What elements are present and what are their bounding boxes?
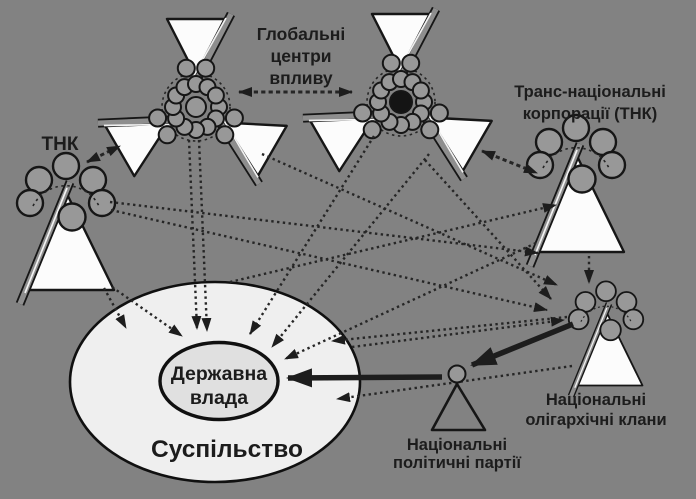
arrow-globalright-tnkright [481,149,538,175]
arrow-clans-society [336,364,573,403]
arrow-globalright-clans [424,159,552,300]
arrow-clans-parties [470,321,575,368]
global-center-cluster-left [98,14,291,184]
arrow-globalleft-state-1 [187,139,202,330]
political-party-triangle [430,364,487,432]
tnk-right-label-line1: Транс-національні [514,83,666,101]
society-label: Суспільство [151,436,303,463]
arrow-tnkleft-tnkright [109,200,539,257]
tnk-right-label-line2: корпорації (ТНК) [523,105,658,123]
state-power-label-line1: Державна [171,363,267,385]
arrow-clans-state [331,315,568,345]
arrow-globalright-state-2 [271,153,430,348]
global-center-cluster-right [303,9,496,179]
global-centers-label-line3: впливу [269,68,333,88]
arrow-globalleft-clans [261,152,558,287]
arrow-globalright-state-1 [248,135,376,335]
political-parties-label-line1: Національні [407,436,507,454]
tnk-left-label: ТНК [42,134,79,155]
political-parties-label-line2: політичні партії [393,454,521,472]
oligarch-clans-label-line1: Національні [546,391,646,409]
global-centers-label-line2: центри [270,46,331,66]
state-power-label-line2: влада [190,387,248,409]
state-power-ellipse: Державна влада [158,340,280,422]
arrow-tnkleft-state [111,286,183,337]
arrow-tnkleft-clans [110,208,548,312]
oligarch-clans-label-line2: олігархічні клани [525,411,666,429]
diagram-labels: Глобальні центри впливу ТНК Транс-націон… [42,24,667,472]
global-centers-label-line1: Глобальні [257,24,345,44]
influence-arrows [86,87,594,403]
arrow-tnkleft-society [102,287,128,329]
arrow-parties-state [286,368,443,388]
arrow-society-tnkright [229,203,557,284]
arrow-society-clans [351,316,565,349]
arrow-tnkleft-globalleft [86,144,121,164]
